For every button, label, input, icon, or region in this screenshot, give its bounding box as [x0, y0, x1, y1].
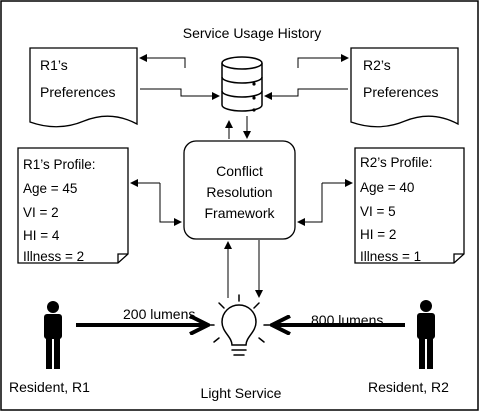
history-label: Service Usage History — [183, 25, 322, 41]
arrow-r2-preferences-to-db — [264, 88, 348, 100]
arrow-r1-preferences-to-db — [140, 88, 220, 100]
r2-profile-document: R2’s Profile: Age = 40 VI = 5 HI = 2 Ill… — [354, 147, 465, 264]
resident-r2-label: Resident, R2 — [368, 379, 449, 395]
arrow-r2-profile-to-framework — [297, 183, 323, 226]
r1-preferences-line1: R1’s — [40, 57, 68, 73]
r1-preferences-line2: Preferences — [40, 84, 115, 100]
r1-profile-document: R1’s Profile: Age = 45 VI = 2 HI = 4 Ill… — [17, 147, 129, 264]
r1-profile-title: R1’s Profile: — [23, 157, 96, 172]
r2-preferences-line2: Preferences — [363, 84, 438, 100]
person-icon-r2 — [417, 300, 435, 369]
r1-request-label: 200 lumens — [123, 306, 195, 322]
arrow-db-to-r1-preferences — [139, 54, 186, 68]
r1-preferences-document: R1’s Preferences — [29, 47, 138, 128]
arrow-r1-profile-to-framework — [159, 183, 182, 226]
light-bulb-icon — [206, 294, 272, 356]
arrow-db-to-r2-preferences — [297, 54, 349, 68]
framework-line2: Resolution — [206, 184, 272, 200]
r2-profile-illness: Illness = 1 — [360, 249, 421, 264]
r2-profile-vi: VI = 5 — [360, 204, 396, 219]
light-service-label: Light Service — [201, 385, 282, 401]
r1-profile-illness: Illness = 2 — [23, 249, 84, 264]
connector-arrows — [130, 54, 353, 298]
framework-line1: Conflict — [216, 163, 263, 179]
person-icon-r1 — [44, 301, 62, 369]
resident-r1-label: Resident, R1 — [9, 379, 90, 395]
r1-profile-hi: HI = 4 — [23, 228, 60, 243]
r1-profile-age: Age = 45 — [23, 181, 77, 196]
r2-preferences-document: R2’s Preferences — [350, 47, 459, 128]
r2-request-label: 800 lumens — [311, 312, 383, 328]
database-icon — [221, 56, 263, 112]
r2-profile-title: R2’s Profile: — [360, 155, 433, 170]
r2-profile-hi: HI = 2 — [360, 227, 396, 242]
r2-profile-age: Age = 40 — [360, 180, 414, 195]
r1-profile-vi: VI = 2 — [23, 205, 59, 220]
framework-line3: Framework — [204, 205, 275, 221]
conflict-resolution-box: Conflict Resolution Framework — [183, 140, 296, 240]
r2-preferences-line1: R2’s — [363, 57, 391, 73]
